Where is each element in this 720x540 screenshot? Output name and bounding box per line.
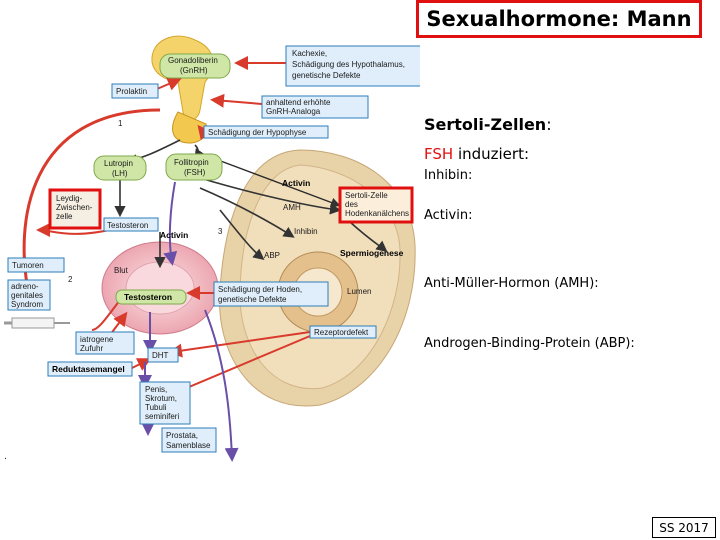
sertoli-heading-text: Sertoli-Zellen — [424, 115, 547, 134]
stray-dot: . — [4, 452, 7, 462]
sertoli-heading: Sertoli-Zellen: — [424, 115, 552, 134]
label-schaedigung-hypothalamus: Schädigung des Hypothalamus, — [292, 60, 405, 69]
label-activin-2: Activin — [160, 230, 188, 240]
label-activin-1: Activin — [282, 178, 310, 188]
label-seminiferi: seminiferi — [145, 412, 179, 421]
box-rezeptordefekt — [309, 325, 377, 339]
label-rezeptordefekt: Rezeptordefekt — [314, 328, 369, 337]
semester-label: SS 2017 — [652, 517, 716, 538]
box-dht — [147, 347, 179, 363]
tumor-arrow — [91, 299, 121, 331]
note-abp: Androgen-Binding-Protein (ABP): — [424, 336, 635, 351]
box-hypophyse — [203, 125, 329, 139]
arrow-fsh-inhibin — [199, 187, 295, 238]
note-activin: Activin: — [424, 208, 473, 223]
box-prolaktin — [111, 83, 159, 99]
box-testosteron-1 — [103, 217, 159, 232]
label-skrotum: Skrotum, — [145, 394, 177, 403]
box-hoden — [213, 281, 329, 307]
label-gnrh: (GnRH) — [180, 66, 208, 75]
label-genetische-defekte-1: genetische Defekte — [292, 71, 361, 80]
box-follitropin — [165, 153, 223, 181]
label-blut: Blut — [114, 266, 129, 275]
box-penis — [139, 381, 191, 425]
label-abp: ABP — [264, 251, 280, 260]
label-amh: AMH — [283, 203, 301, 212]
label-tumoren: Tumoren — [12, 261, 44, 270]
syringe-icon — [4, 317, 70, 329]
label-leydig-1: Leydig- — [56, 194, 83, 203]
box-prostata — [161, 427, 217, 453]
arrow-rezeptordefekt-1 — [168, 331, 311, 358]
arrow-gnrh-analoga — [210, 93, 263, 108]
label-schaedigung-hoden: Schädigung der Hoden, — [218, 285, 302, 294]
box-gnrh-analoga — [261, 95, 369, 119]
label-testosteron-2: Testosteron — [124, 292, 172, 302]
label-spermiogenese: Spermiogenese — [340, 248, 404, 258]
label-zufuhr: Zufuhr — [80, 344, 103, 353]
label-follitropin: Follitropin — [174, 158, 209, 167]
label-samenblase: Samenblase — [166, 441, 211, 450]
label-leydig-2: Zwischen- — [56, 203, 93, 212]
box-lutropin — [93, 155, 147, 181]
note-inhibin: Inhibin: — [424, 168, 473, 183]
arrow-abp — [219, 209, 265, 260]
label-iatrogene: iatrogene — [80, 335, 114, 344]
label-gonadoliberin: Gonadoliberin — [168, 56, 218, 65]
label-lh: (LH) — [112, 169, 128, 178]
box-gonadoliberin — [159, 53, 231, 79]
activin-pathway — [163, 181, 178, 266]
label-kachexie: Kachexie, — [292, 49, 327, 58]
arrow-reduktase — [131, 358, 152, 371]
slide-title: Sexualhormone: Mann — [416, 0, 702, 38]
arrow-spermiogenese — [349, 221, 388, 252]
label-sertoli-zelle-1: Sertoli-Zelle — [345, 191, 388, 200]
label-adreno-1: adreno- — [11, 282, 39, 291]
label-adreno-3: Syndrom — [11, 300, 43, 309]
label-num-1: 1 — [118, 119, 123, 128]
hormone-regulation-diagram: Gonadoliberin (GnRH) Kachexie, Schädigun… — [4, 35, 420, 462]
box-reduktasemangel — [47, 361, 133, 377]
box-iatrogen — [75, 331, 135, 355]
label-genetische-defekte-2: genetische Defekte — [218, 295, 287, 304]
arrow-fsh-sertoli — [199, 177, 342, 215]
arrow-rezeptordefekt-2 — [166, 335, 311, 398]
label-prolaktin: Prolaktin — [116, 87, 147, 96]
fsh-induziert-line: FSH induziert: — [424, 145, 529, 163]
arrow-fsh-activin — [217, 159, 341, 208]
box-kachexie — [285, 45, 420, 87]
label-inhibin: Inhibin — [294, 227, 318, 236]
pathway-spermiogenese — [204, 309, 239, 462]
box-adreno — [7, 279, 51, 311]
label-sertoli-zelle-3: Hodenkanälchens — [345, 209, 409, 218]
label-schaedigung-hypophyse: Schädigung der Hypophyse — [208, 128, 307, 137]
frame-leydig — [48, 188, 102, 230]
label-penis: Penis, — [145, 385, 167, 394]
label-lumen: Lumen — [347, 287, 371, 296]
label-testosteron-1: Testosteron — [107, 221, 148, 230]
label-leydig-3: zelle — [56, 212, 73, 221]
fsh-rest: induziert: — [453, 145, 530, 163]
box-testosteron-2 — [115, 289, 187, 305]
label-tubuli: Tubuli — [145, 403, 167, 412]
label-fsh: (FSH) — [184, 168, 206, 177]
label-lutropin: Lutropin — [104, 159, 133, 168]
frame-sertoli — [338, 186, 414, 224]
arrow-hypophyse — [197, 124, 212, 141]
note-amh: Anti-Müller-Hormon (AMH): — [424, 276, 599, 291]
label-num-3: 3 — [218, 227, 223, 236]
label-num-2: 2 — [68, 275, 73, 284]
label-reduktasemangel: Reduktasemangel — [52, 364, 125, 374]
label-anhaltend-erhoehte: anhaltend erhöhte — [266, 98, 331, 107]
label-dht: DHT — [152, 351, 169, 360]
fsh-word: FSH — [424, 145, 454, 163]
box-tumoren — [7, 257, 65, 273]
label-sertoli-zelle-2: des — [345, 200, 358, 209]
label-gnrh-analoga: GnRH-Analoga — [266, 107, 321, 116]
label-adreno-2: genitales — [11, 291, 43, 300]
sertoli-heading-colon: : — [546, 115, 552, 134]
label-prostata: Prostata, — [166, 431, 198, 440]
